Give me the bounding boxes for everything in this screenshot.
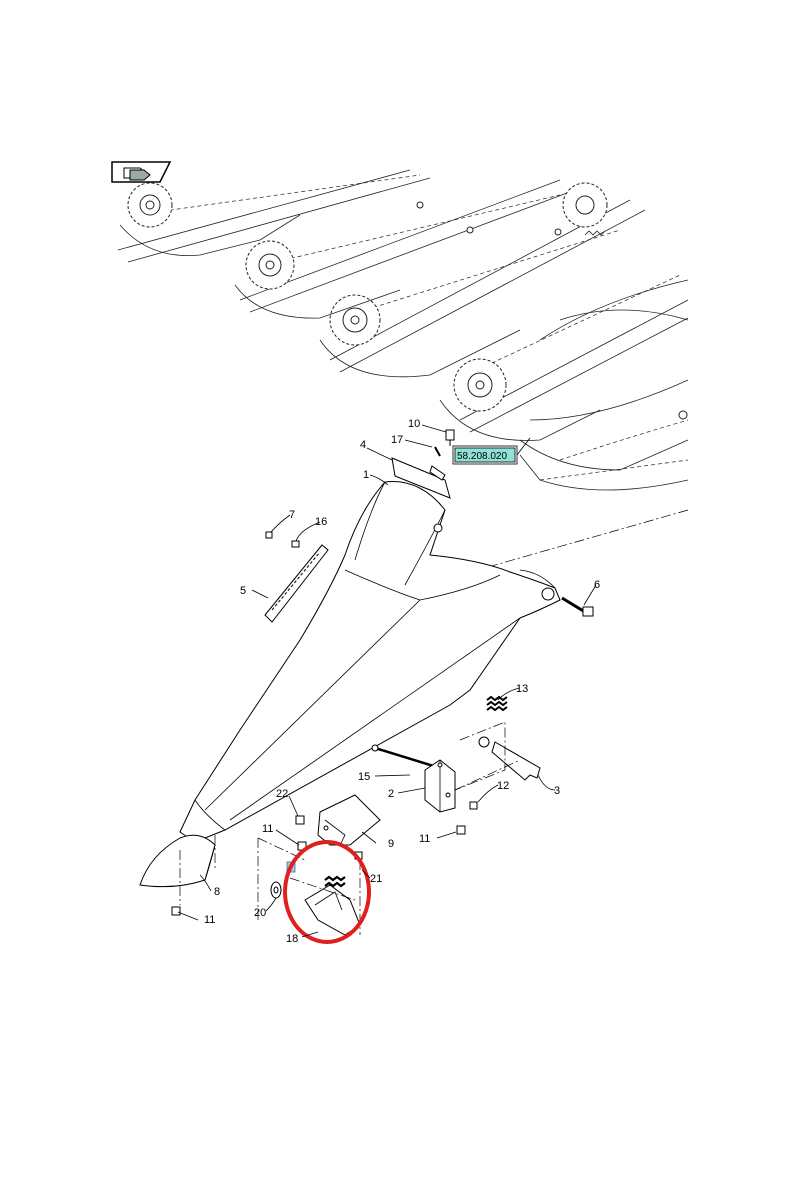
callout-3[interactable]: 3 [554, 785, 560, 797]
part-8-nose-cone [139, 834, 216, 905]
reference-link-label: 58.208.020 [457, 451, 507, 462]
part-10-bolt [445, 429, 455, 446]
callout-5[interactable]: 5 [240, 585, 246, 597]
callout-13[interactable]: 13 [516, 683, 528, 695]
view-navigation-button[interactable] [111, 161, 172, 183]
part-16-pin [291, 540, 300, 548]
part-4-plate [391, 457, 451, 499]
callout-11-cone[interactable]: 11 [204, 914, 215, 926]
callout-10[interactable]: 10 [408, 418, 420, 430]
callout-15[interactable]: 15 [358, 771, 370, 783]
part-17-screw [434, 446, 441, 457]
callout-7[interactable]: 7 [289, 509, 295, 521]
callout-1[interactable]: 1 [363, 469, 369, 481]
part-11-nut-a [456, 825, 466, 835]
part-20-washer [270, 881, 282, 899]
callout-22[interactable]: 22 [276, 788, 288, 800]
part-22-bolt [295, 815, 305, 825]
part-1-divider-body [179, 481, 561, 843]
part-11-nut-c [171, 906, 181, 916]
callout-numbers: 1 4 17 10 7 16 5 6 13 15 2 3 12 11 9 22 … [204, 418, 600, 945]
callout-2[interactable]: 2 [388, 788, 394, 800]
part-7-bolt [265, 531, 273, 539]
callout-8[interactable]: 8 [214, 886, 220, 898]
callout-6[interactable]: 6 [594, 579, 600, 591]
header-row-units-background [117, 169, 689, 576]
reference-link-58-208-020[interactable]: 58.208.020 [452, 437, 531, 465]
part-2-bracket [424, 759, 456, 813]
part-12-nut [469, 801, 478, 810]
part-6-bolt [561, 596, 594, 617]
callout-11-deflector[interactable]: 11 [262, 823, 273, 835]
leader-lines [177, 424, 597, 938]
view-arrow-icon [123, 167, 151, 181]
callout-12[interactable]: 12 [497, 780, 509, 792]
callout-4[interactable]: 4 [360, 439, 366, 451]
callout-11-bracket[interactable]: 11 [419, 833, 430, 845]
callout-20[interactable]: 20 [254, 907, 266, 919]
highlight-circle [283, 840, 371, 944]
callout-9[interactable]: 9 [388, 838, 394, 850]
callout-18[interactable]: 18 [286, 933, 298, 945]
part-5-wear-strip [264, 544, 329, 623]
callout-17[interactable]: 17 [391, 434, 403, 446]
callout-16[interactable]: 16 [315, 516, 327, 528]
part-3-latch [478, 736, 541, 781]
part-9-deflector [317, 794, 381, 846]
callout-21[interactable]: 21 [370, 873, 382, 885]
part-13-spring [486, 695, 508, 712]
part-15-pin [371, 744, 441, 770]
